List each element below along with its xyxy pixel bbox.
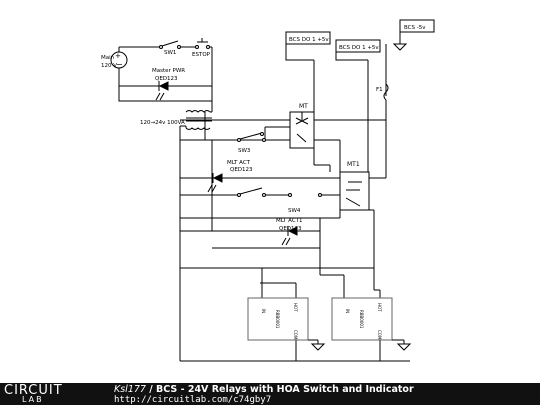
author-name[interactable]: Ksl177 [114, 384, 146, 395]
bcs-do1-a-box [285, 31, 331, 45]
sw1-label: SW1 [164, 50, 176, 56]
relay1-in-label: IN [261, 309, 266, 313]
bcs-neg-box [399, 19, 435, 33]
main-name-label: Main [101, 55, 115, 61]
master-pwr-part: QED123 [155, 76, 178, 82]
footer-bar: CIRCUIT LAB Ksl177 / BCS - 24V Relays wi… [0, 383, 540, 405]
relay1-com-label: COM [293, 330, 298, 340]
svg-text:+: + [115, 52, 121, 60]
circuit-schematic: + − [101, 19, 435, 362]
sw3-label: SW3 [238, 148, 251, 154]
circuit-title: BCS - 24V Relays with HOA Switch and Ind… [156, 384, 414, 395]
bcs-do1-b-label: BCS DO 1 +5v [339, 45, 379, 51]
relay1-name-label: RBB0001 [275, 310, 280, 329]
footer-title: Ksl177 / BCS - 24V Relays with HOA Switc… [114, 384, 414, 395]
transformer-icon [185, 110, 212, 130]
mlt-act1-part: QED123 [279, 226, 302, 232]
transformer-label: 120→24v 100VA [140, 120, 185, 126]
mt1-label: MT1 [347, 161, 360, 168]
f1-label: F1 [376, 87, 383, 93]
bcs-do1-b-box [335, 39, 381, 53]
estop-label: ESTOP [192, 52, 211, 58]
bcs-neg-label: BCS -5v [404, 25, 426, 31]
sw4-label: SW4 [288, 208, 301, 214]
relay2-name-label: RBB0001 [359, 310, 364, 329]
title-separator: / [145, 384, 157, 395]
relay2-com-label: COM [377, 330, 382, 340]
mlt-act-part: QED123 [230, 167, 253, 173]
circuit-url[interactable]: http://circuitlab.com/c74gby7 [114, 395, 272, 405]
mt-label: MT [299, 103, 308, 110]
led-icon [155, 81, 298, 246]
master-pwr-name: Master PWR [152, 68, 185, 74]
relay1-hot-label: HOT [293, 303, 298, 312]
switch-icon [159, 38, 322, 197]
main-voltage-label: 120 V [101, 63, 117, 69]
svg-text:−: − [116, 60, 123, 69]
mlt-act-name: MLT ACT [227, 160, 251, 166]
ground-icon [310, 43, 412, 351]
circuitlab-logo[interactable]: CIRCUIT LAB [4, 384, 92, 404]
logo-top-text: CIRCUIT [4, 383, 63, 398]
ac-source-icon: + − [110, 51, 128, 69]
relay2-hot-label: HOT [377, 303, 382, 312]
logo-bottom-text: LAB [22, 395, 44, 404]
relay2-in-label: IN [345, 309, 350, 313]
mlt-act1-name: MLT ACT1 [276, 218, 303, 224]
bcs-do1-a-label: BCS DO 1 +5v [289, 37, 329, 43]
